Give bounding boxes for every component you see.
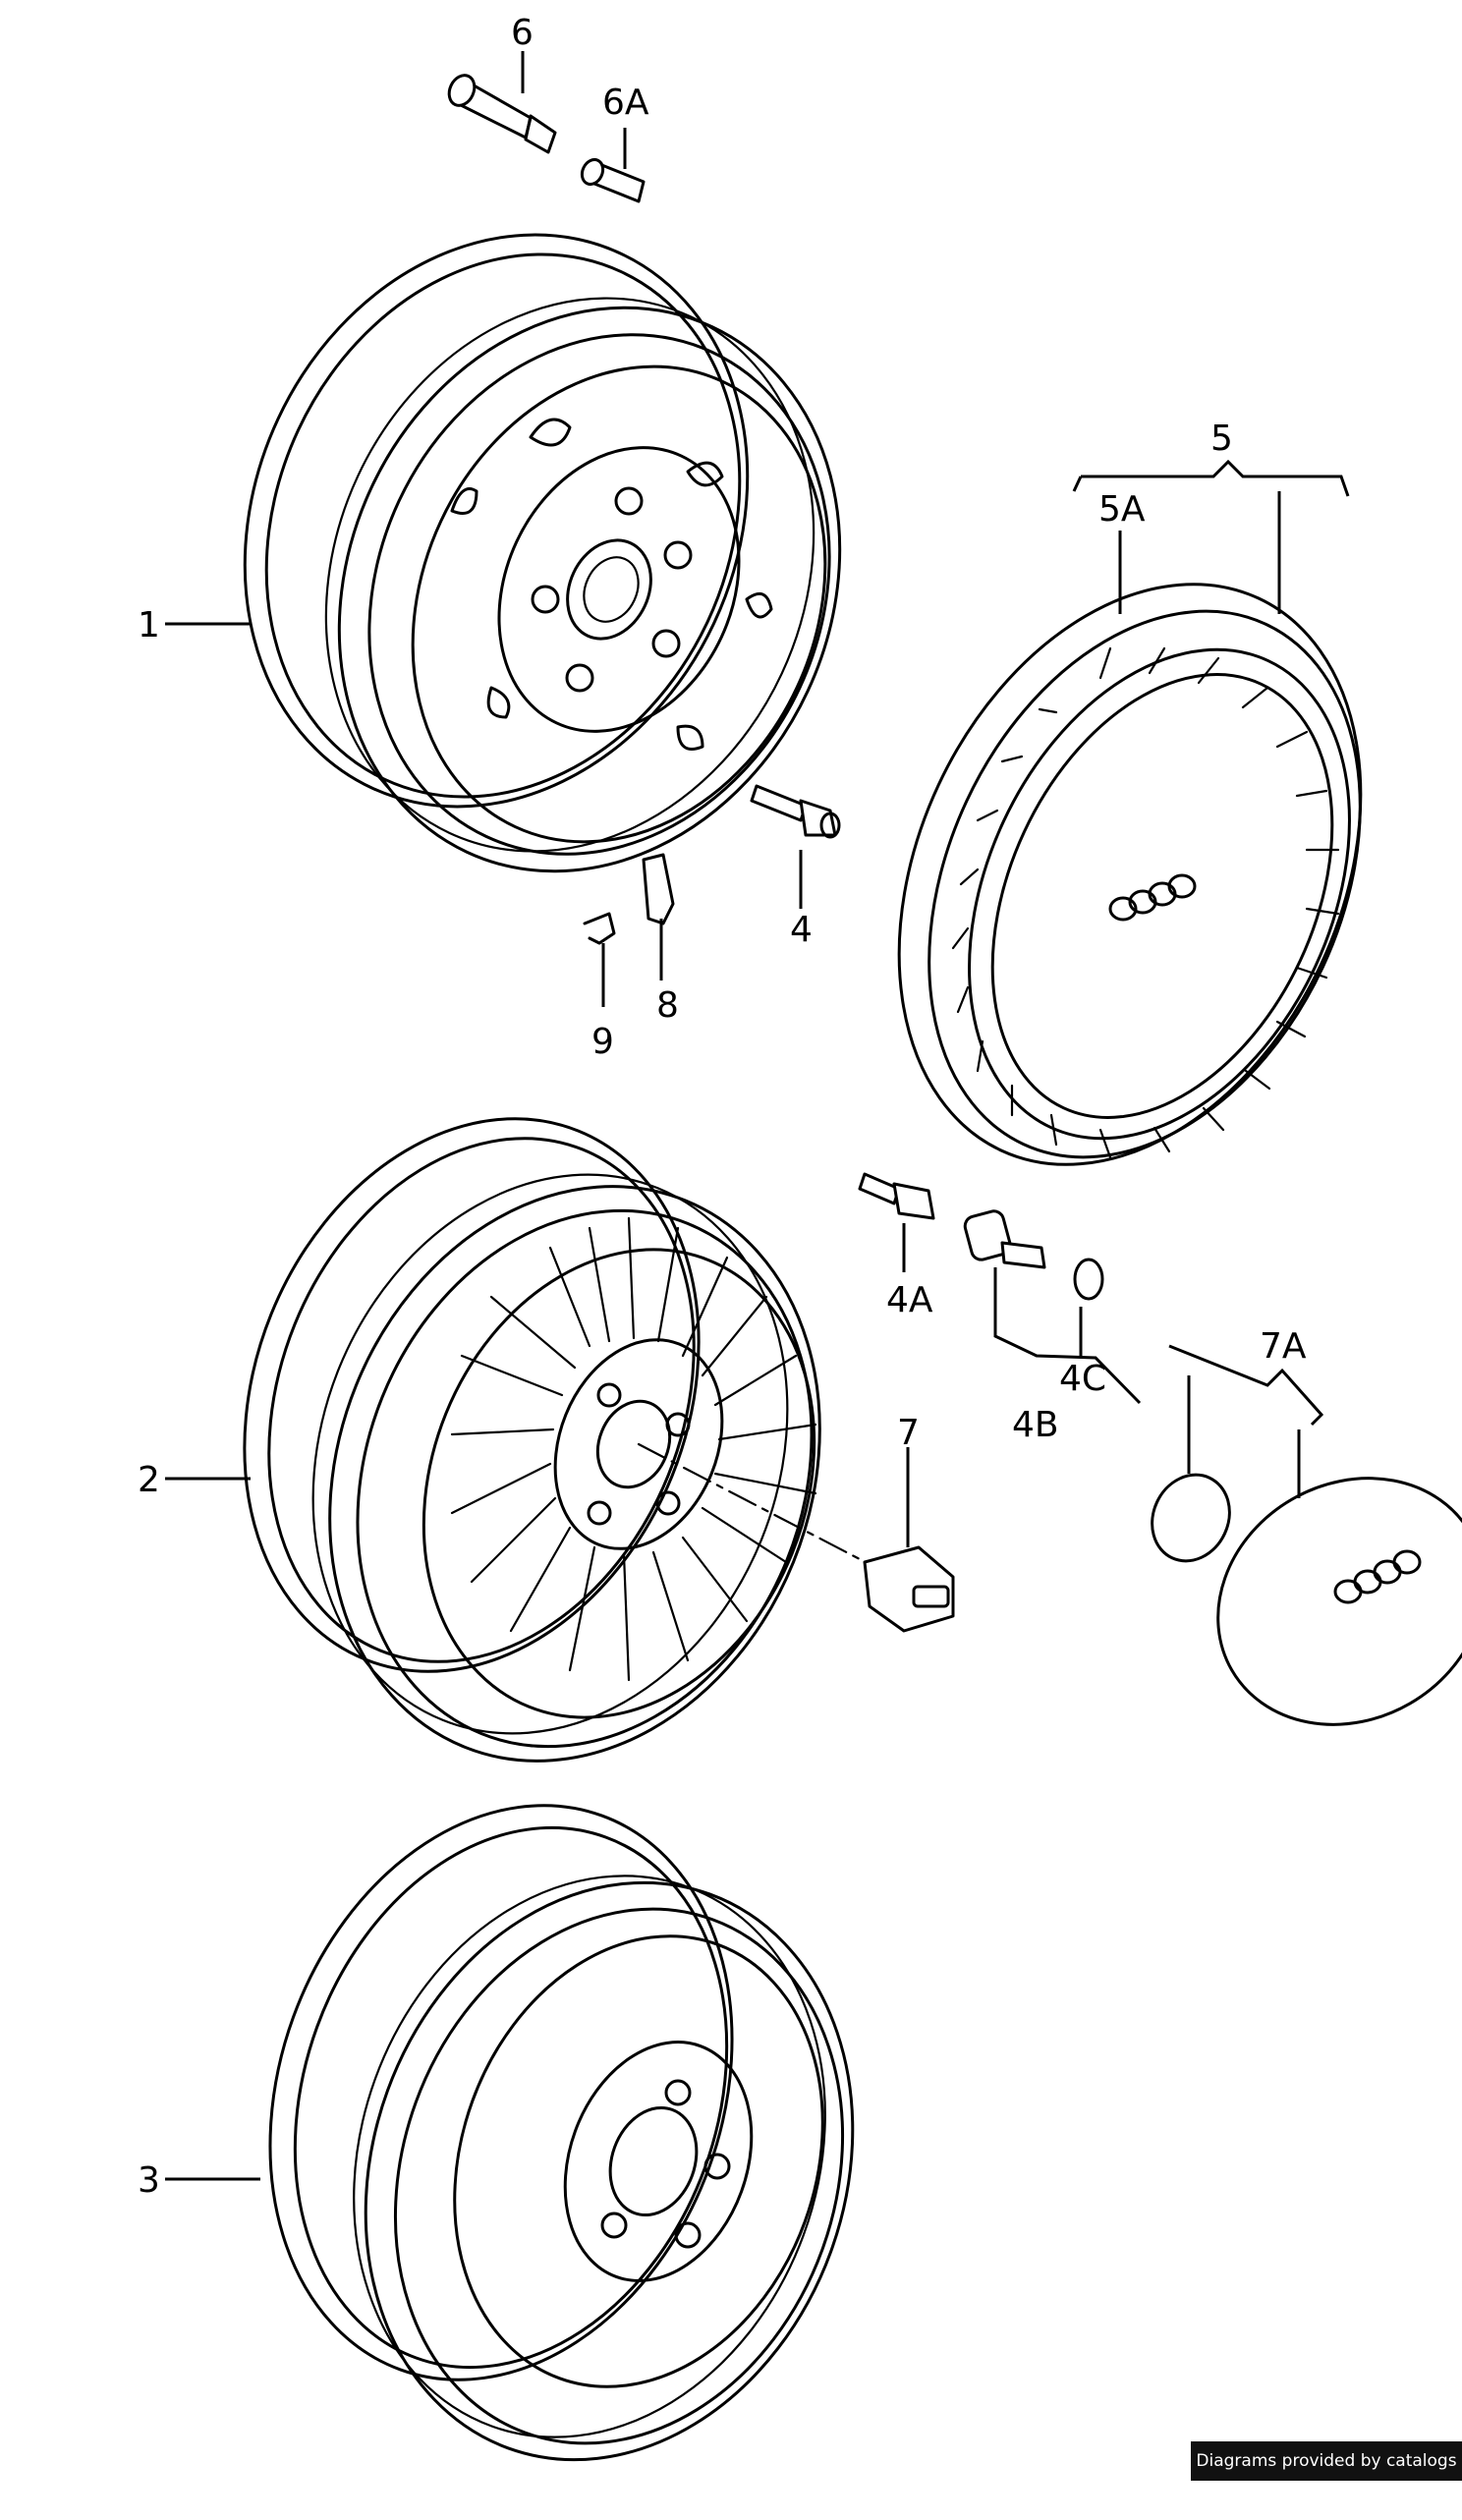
valve-6a-drawing	[580, 157, 646, 203]
wheel-3-drawing	[268, 1804, 855, 2462]
label-7a: 7A	[1260, 1326, 1307, 1367]
label-4a: 4A	[886, 1280, 933, 1320]
wheel-2-drawing	[243, 1117, 886, 1763]
wheel-1-drawing	[243, 233, 842, 873]
wheel-cover-drawing	[897, 583, 1363, 1166]
label-4c: 4C	[1059, 1359, 1106, 1399]
valve-6-drawing	[447, 74, 557, 154]
clip-8-drawing	[642, 853, 675, 925]
label-5a: 5A	[1098, 489, 1146, 530]
label-8: 8	[656, 985, 679, 1026]
label-1: 1	[138, 605, 160, 645]
center-cap-7a-drawing	[1151, 1473, 1462, 1726]
lock-4b-drawing	[963, 1209, 1046, 1269]
leader-lines	[165, 51, 1350, 2181]
label-4b: 4B	[1012, 1405, 1059, 1445]
label-6: 6	[511, 13, 534, 53]
label-5: 5	[1210, 419, 1233, 459]
bolt-4-drawing	[750, 784, 841, 839]
label-2: 2	[138, 1460, 160, 1500]
label-3: 3	[138, 2160, 160, 2201]
label-9: 9	[591, 1022, 614, 1062]
ring-4c-drawing	[1073, 1258, 1104, 1301]
label-6a: 6A	[602, 83, 649, 123]
bolt-4a-drawing	[858, 1172, 935, 1220]
nut-7-drawing	[863, 1545, 955, 1633]
label-7: 7	[897, 1413, 920, 1453]
clip-9-drawing	[583, 912, 616, 945]
label-4: 4	[790, 910, 813, 950]
footer-credit: Diagrams provided by catalogs parts	[1191, 2441, 1462, 2510]
